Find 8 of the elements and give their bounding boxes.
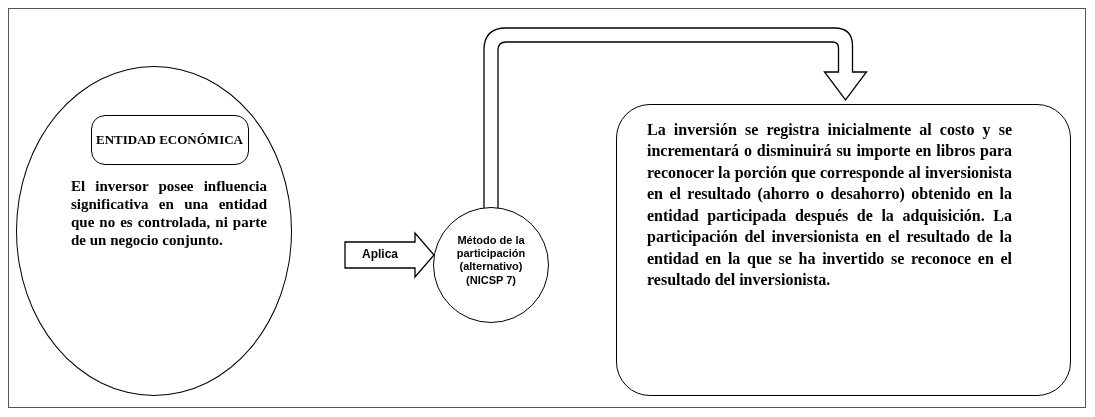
edge-label: Aplica [361, 247, 399, 261]
node-text: Método de la participación (alternativo) (NICSP 7) [455, 234, 527, 287]
rounded-box [616, 104, 1071, 396]
rounded-box [91, 115, 249, 165]
node-text: ENTIDAD ECONÓMICA [95, 132, 244, 148]
node-text: El inversor posee influencia significativa en una entidad que no es controlada, ni parte de un negocio conjunto. [71, 177, 267, 249]
block-arrow [344, 231, 435, 279]
node-text: La inversión se registra inicialmente al costo y se incrementará o disminuirá su importe en libros para reconocer la porción que corresponde al inversionista en el resultado (ahorro o desahorro) obtenido en la entidad participada después de la adquisición. La participación del inversionista en el resultado de la entidad en la que se ha invertido se reconoce en el resultado del inversionista. [647, 120, 1012, 291]
